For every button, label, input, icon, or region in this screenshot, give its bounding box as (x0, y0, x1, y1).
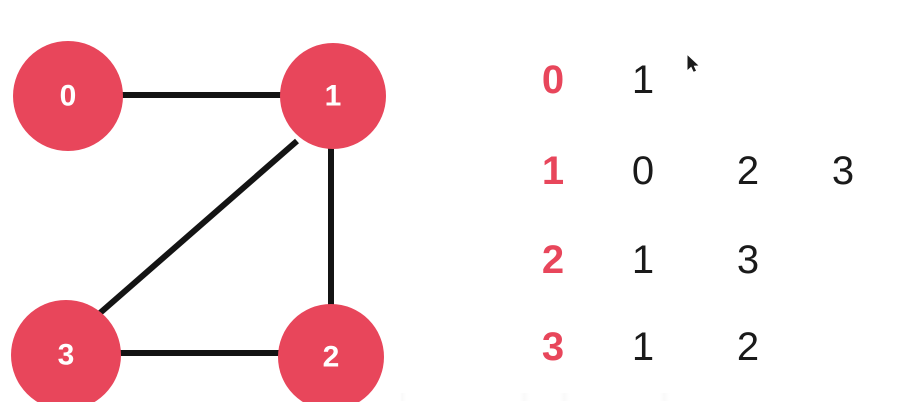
node-label: 0 (60, 80, 77, 113)
graph-canvas: 0 1 2 3 (11, 41, 386, 402)
node-label: 3 (58, 339, 75, 372)
adjacency-row-1: 1 0 2 3 (500, 148, 906, 204)
bottom-edge-artifact (400, 393, 906, 401)
graph-panel: 0 1 2 3 (11, 41, 386, 402)
node-circle (280, 43, 386, 149)
adjacency-neighbor: 1 (631, 238, 655, 282)
edge-1-3 (98, 138, 299, 316)
graph-node-2[interactable]: 2 (278, 304, 384, 402)
adjacency-row-2: 2 1 3 (500, 237, 906, 293)
adjacency-vertex-label: 0 (541, 58, 565, 102)
adjacency-neighbor: 1 (631, 58, 655, 102)
adjacency-row-0: 0 1 (500, 57, 906, 113)
adjacency-neighbor: 2 (736, 325, 760, 369)
graph-nodes: 0 1 2 3 (11, 41, 386, 402)
adjacency-neighbor: 1 (631, 325, 655, 369)
node-circle (11, 300, 121, 402)
adjacency-neighbor: 3 (736, 238, 760, 282)
node-label: 2 (323, 341, 340, 374)
adjacency-neighbor: 0 (631, 149, 655, 193)
graph-node-3[interactable]: 3 (11, 300, 121, 402)
node-label: 1 (325, 80, 342, 113)
adjacency-list: 0 1 1 0 2 3 2 1 3 3 1 2 (500, 0, 906, 402)
adjacency-vertex-label: 2 (541, 238, 565, 282)
adjacency-row-3: 3 1 2 (500, 324, 906, 380)
node-circle (13, 41, 123, 151)
adjacency-neighbor: 3 (831, 149, 855, 193)
node-circle (278, 304, 384, 402)
adjacency-neighbor: 2 (736, 149, 760, 193)
graph-edges (98, 92, 334, 356)
graph-node-0[interactable]: 0 (13, 41, 123, 151)
adjacency-vertex-label: 1 (541, 149, 565, 193)
adjacency-vertex-label: 3 (541, 325, 565, 369)
graph-node-1[interactable]: 1 (280, 43, 386, 149)
